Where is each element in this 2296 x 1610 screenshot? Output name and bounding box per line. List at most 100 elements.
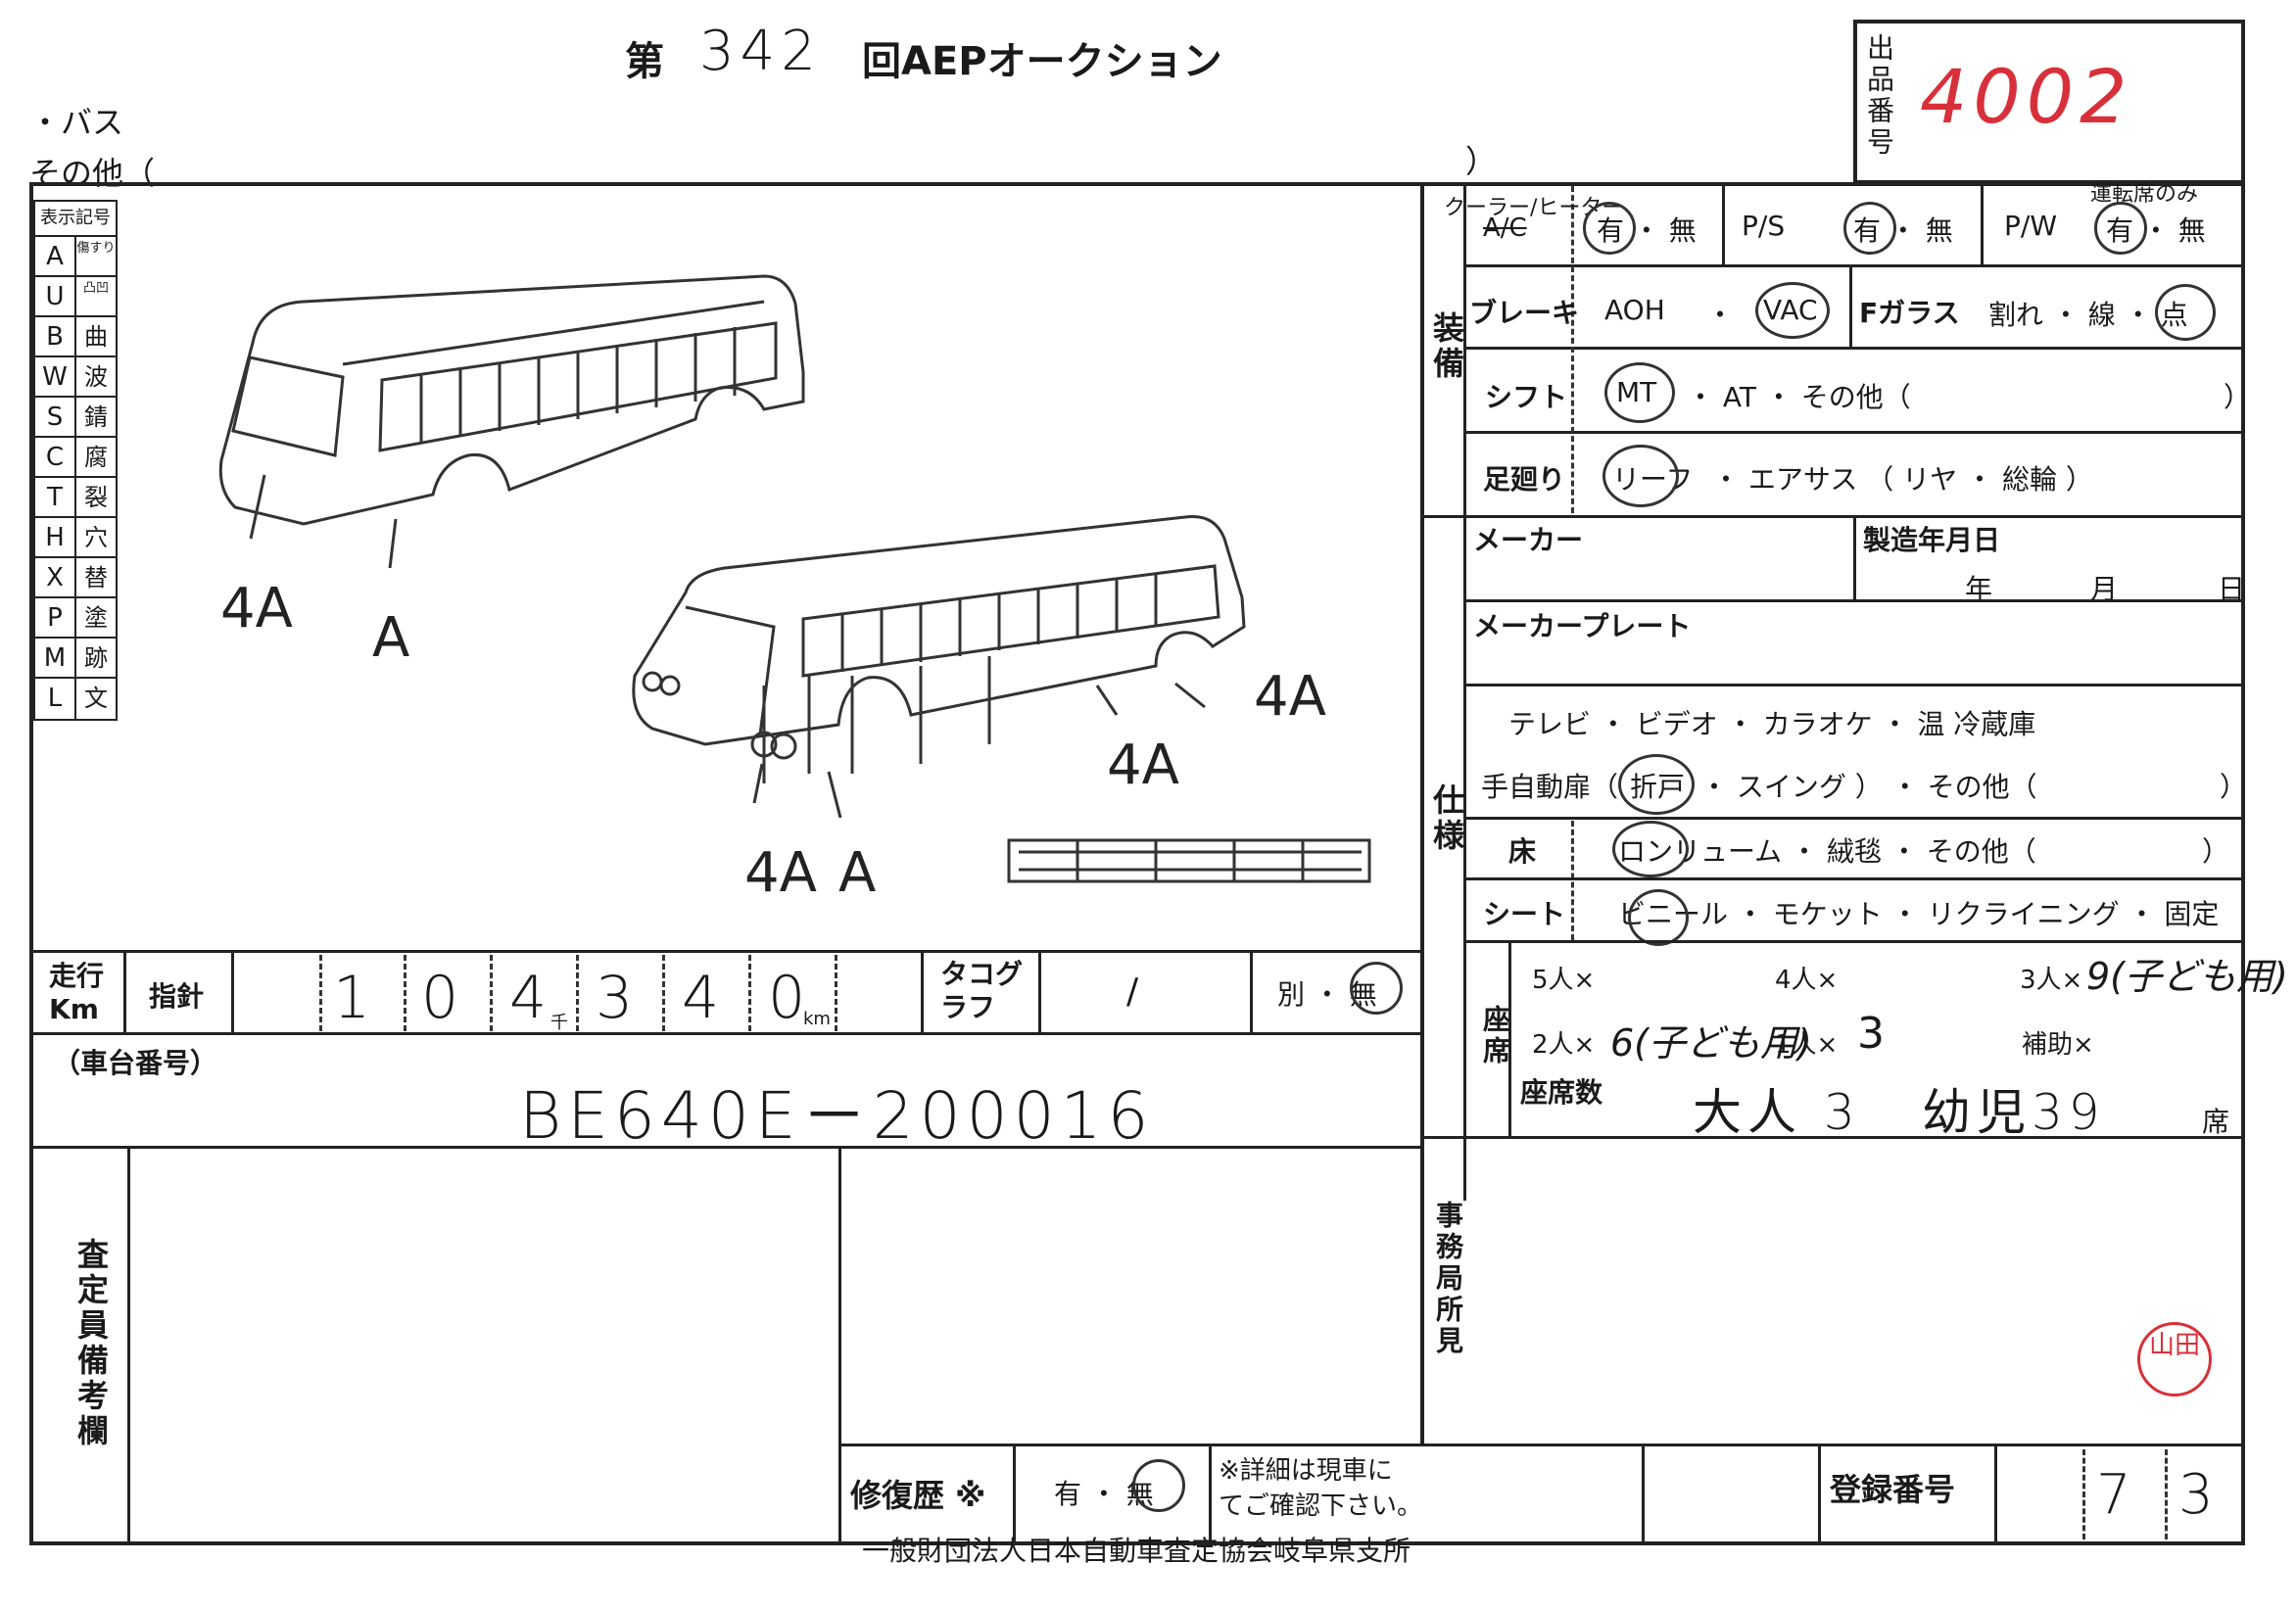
mark-1: 4A	[220, 577, 293, 640]
seats-label: 座席	[1479, 1005, 1511, 1067]
odo-digit-5: 4	[682, 964, 726, 1032]
bus-diagram: 4A A 4A 4A 4A A	[218, 274, 1371, 905]
seat-type-label: シート	[1483, 898, 1566, 930]
mark-3: 4A	[1254, 665, 1326, 729]
seat-unit: 席	[2202, 1106, 2230, 1138]
sen-label: 千	[550, 1013, 568, 1033]
legend-meaning: 腐	[84, 444, 108, 471]
maker-plate-label: メーカープレート	[1473, 610, 1692, 642]
brake-label: ブレーキ	[1469, 297, 1580, 329]
seat-4: 4人×	[1775, 966, 1839, 995]
legend-meaning: 穴	[84, 524, 108, 551]
mfg-month: 月	[2090, 573, 2119, 605]
title-dai: 第	[625, 39, 664, 84]
bus1-body	[218, 274, 805, 526]
legend-code: P	[35, 598, 76, 637]
seat-count-child: 幼児39	[1922, 1084, 2106, 1141]
door-rest: ・ スイング ） ・ その他（	[1700, 771, 2037, 803]
equipment-label: 装備	[1428, 311, 1465, 382]
mark-5: 4A	[744, 841, 817, 905]
chassis-number: BE640E－200016	[519, 1078, 1155, 1154]
mark-4: 4A	[1107, 734, 1179, 797]
seat-aux: 補助×	[2022, 1030, 2094, 1060]
shift-rest: ・ AT ・ その他（	[1687, 381, 1911, 413]
legend-code: W	[35, 357, 76, 396]
door-prefix: 手	[1481, 771, 1509, 803]
seat-type-opts: ビニール ・ モケット ・ リクライニング ・ 固定	[1618, 898, 2220, 930]
legend-row: U 凸凹	[35, 277, 116, 317]
legend-code: X	[35, 558, 76, 596]
seat-count-label: 座席数	[1520, 1076, 1603, 1109]
legend-code: M	[35, 639, 76, 677]
legend-code: B	[35, 317, 76, 355]
seat-3: 3人×	[2020, 966, 2083, 995]
legend-code: A	[35, 237, 76, 275]
susp-label: 足廻り	[1483, 463, 1566, 496]
seat-2-val: 6(子ども用)	[1610, 1021, 1812, 1065]
mfg-day: 日	[2218, 573, 2246, 605]
seat-5: 5人×	[1532, 966, 1596, 995]
bus1-window-row	[378, 321, 778, 452]
brake-dot: ・	[1706, 299, 1735, 331]
legend-meaning: 波	[84, 363, 108, 391]
legend-code: U	[35, 277, 76, 315]
floor-label: 床	[1508, 835, 1537, 868]
divider	[1420, 182, 1424, 1444]
odo-digit-6: 0	[768, 964, 812, 1032]
shift-label: シフト	[1485, 381, 1568, 413]
inspector-stamp: 山田	[2137, 1322, 2212, 1397]
reg-digit-2: 3	[2178, 1463, 2220, 1527]
auction-number: 342	[699, 20, 822, 83]
inspector-remarks-label: 査定員備考欄	[72, 1238, 110, 1449]
legend-meaning: 傷すり	[76, 241, 116, 256]
bus-label: ・バス	[29, 104, 124, 141]
legend-meaning: 裂	[84, 484, 108, 511]
fglass-opts: 割れ ・ 線 ・ 点	[1988, 299, 2188, 331]
repair-history-label: 修復歴 ※	[850, 1477, 986, 1514]
chassis-frame	[1007, 838, 1371, 883]
pw-note: 運転席のみ	[2090, 182, 2199, 207]
brake-aoh: AOH	[1604, 294, 1665, 326]
mfg-year: 年	[1965, 573, 1993, 605]
legend-meaning: 跡	[84, 644, 108, 672]
reg-number-label: 登録番号	[1830, 1471, 1956, 1508]
odo-digit-2: 0	[421, 964, 465, 1032]
tacograph-value: /	[1126, 971, 1139, 1012]
spec-label: 仕様	[1428, 783, 1465, 854]
mark-6: A	[838, 841, 876, 905]
seat-1-val: 3	[1857, 1009, 1885, 1059]
bus2-body	[632, 514, 1246, 746]
maker-label: メーカー	[1473, 524, 1584, 556]
pw-label: P/W	[2004, 210, 2058, 242]
bus2-front	[685, 605, 776, 735]
legend-meaning: 凸凹	[82, 281, 109, 296]
mark-2: A	[372, 606, 409, 670]
odo-digit-3: 4	[509, 964, 553, 1032]
chassis-label: （車台番号）	[53, 1047, 218, 1079]
other-close: ）	[1465, 143, 1498, 180]
legend-title: 表示記号	[35, 202, 116, 237]
legend-meaning: 替	[84, 564, 108, 592]
needle-label: 指針	[149, 980, 205, 1013]
legend-meaning: 文	[84, 685, 108, 712]
legend-code: S	[35, 398, 76, 436]
odo-digit-4: 3	[596, 964, 640, 1032]
title-text: 回AEPオークション	[862, 39, 1222, 84]
footer-org: 一般財団法人日本自動車査定協会岐阜県支所	[862, 1535, 1411, 1567]
door-label: 自動扉（	[1508, 771, 1619, 803]
detail-note-1: ※詳細は現車に	[1219, 1456, 1393, 1486]
lot-label: 出品番号	[1863, 33, 1895, 159]
shift-close: ）	[2224, 381, 2252, 413]
legend-meaning: 錆	[84, 403, 108, 431]
door-close: ）	[2220, 771, 2248, 803]
